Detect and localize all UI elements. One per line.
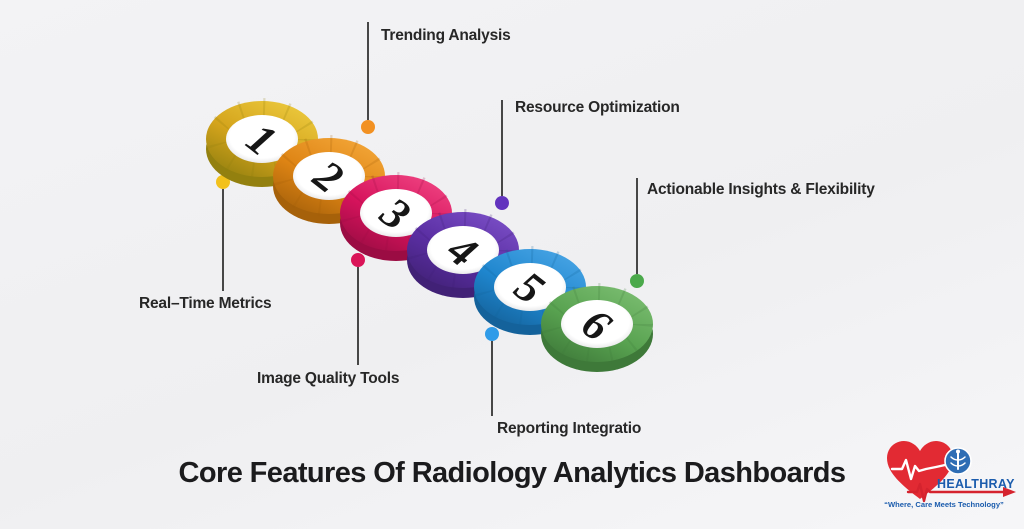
ekg-line-white — [890, 458, 947, 481]
connector-dot-2 — [361, 120, 375, 134]
ring-6: 6 — [541, 283, 653, 372]
feature-label-resource-optimization: Resource Optimization — [515, 99, 680, 116]
brand-name: HEALTHRAY — [937, 477, 1015, 491]
connector-dot-3 — [351, 253, 365, 267]
feature-label-actionable-insights: Actionable Insights & Flexibility — [647, 181, 875, 198]
ekg-arrow-line — [906, 482, 1007, 503]
caduceus-icon — [950, 449, 966, 470]
healthray-logo-art: HEALTHRAY “Where, Care Meets Technology” — [884, 441, 1016, 509]
feature-label-image-quality-tools: Image Quality Tools — [257, 370, 400, 387]
connector-dot-5 — [485, 327, 499, 341]
connector-dot-4 — [495, 196, 509, 210]
healthray-logo: HEALTHRAY “Where, Care Meets Technology” — [878, 437, 1020, 525]
feature-label-trending-analysis: Trending Analysis — [381, 27, 511, 44]
feature-label-reporting-integration: Reporting Integratio — [497, 420, 642, 437]
arrow-head-icon — [1003, 487, 1016, 497]
ring-4: 4 — [407, 209, 519, 298]
connector-dot-1 — [216, 175, 230, 189]
page-title: Core Features Of Radiology Analytics Das… — [178, 457, 847, 489]
ring-3: 3 — [340, 172, 452, 261]
feature-label-real-time-metrics: Real–Time Metrics — [139, 295, 272, 312]
ring-5: 5 — [474, 246, 586, 335]
ring-1: 1 — [206, 98, 318, 187]
connector-dot-6 — [630, 274, 644, 288]
brand-tagline: “Where, Care Meets Technology” — [884, 500, 1004, 509]
